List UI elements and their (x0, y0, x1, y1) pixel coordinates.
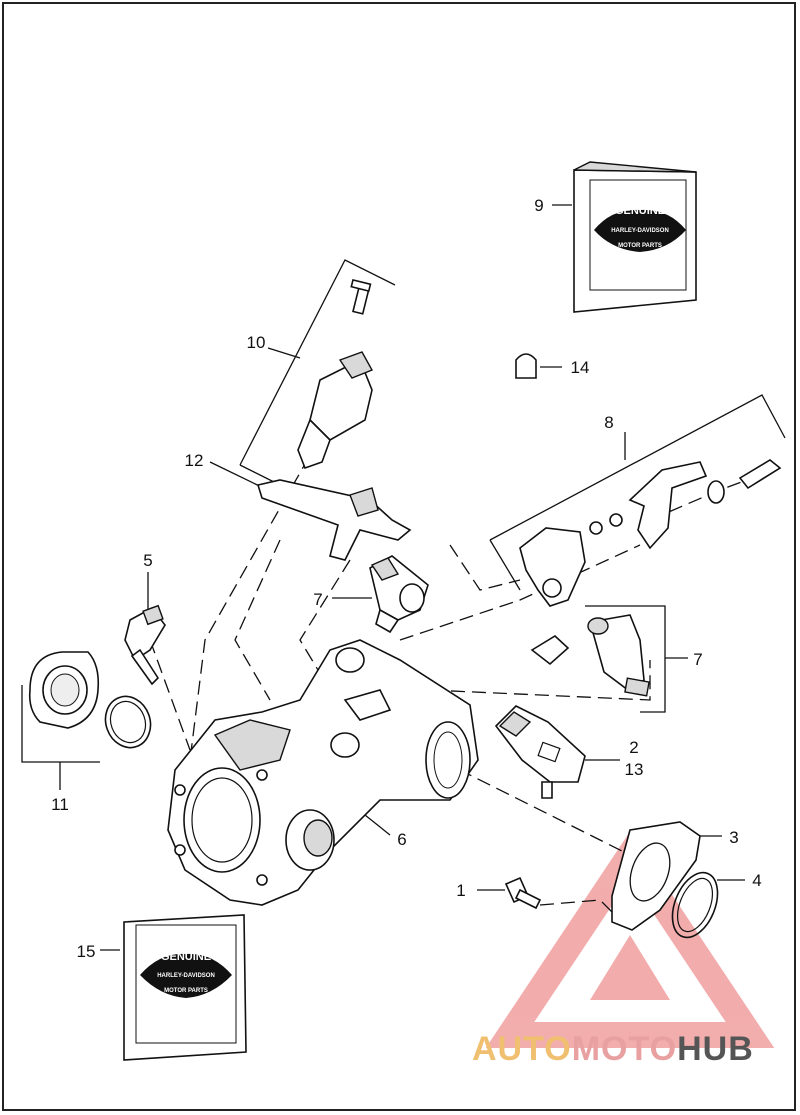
callout-1: 1 (456, 881, 465, 900)
callout-9: 9 (534, 196, 543, 215)
logo-motor-parts-text-15: MOTOR PARTS (164, 988, 208, 994)
callout-13: 13 (625, 760, 644, 779)
callout-11: 11 (51, 795, 69, 814)
logo-brand-text: HARLEY-DAVIDSON (611, 228, 669, 234)
callout-12: 12 (185, 451, 204, 470)
flange-part-3 (611, 821, 701, 931)
iac-valve-part-10 (297, 278, 373, 470)
watermark-hub: HUB (677, 1030, 754, 1068)
oring-part-4 (671, 871, 719, 939)
injector-part-7-upper (369, 555, 429, 634)
callout-14: 14 (571, 358, 590, 377)
cap-part-14 (515, 353, 537, 379)
map-sensor-part-2 (494, 705, 586, 799)
callout-2: 2 (629, 738, 638, 757)
leader-lines (21, 204, 786, 951)
callout-5: 5 (143, 551, 152, 570)
cover-part-11 (28, 651, 152, 749)
genuine-parts-box-9: GENUINE HARLEY-DAVIDSON MOTOR PARTS (573, 161, 697, 313)
callout-labels: 1 2 3 4 5 6 7 7 8 9 10 11 12 13 14 15 (51, 196, 762, 961)
watermark-triangle (485, 831, 775, 1048)
callout-15: 15 (77, 942, 96, 961)
throttle-body-part-6 (167, 639, 479, 906)
watermark-auto: AUTO (472, 1030, 572, 1068)
watermark-moto: MOTO (571, 1030, 678, 1068)
screw-part-1 (504, 876, 542, 910)
bracket-part-12 (256, 479, 412, 561)
genuine-parts-box-15: GENUINE HARLEY-DAVIDSON MOTOR PARTS (123, 914, 247, 1061)
callout-10: 10 (247, 333, 266, 352)
callout-6: 6 (397, 830, 406, 849)
logo-genuine-text-15: GENUINE (161, 951, 211, 963)
watermark-text: AUTOMOTOHUB (472, 1030, 754, 1069)
callout-4: 4 (752, 871, 761, 890)
injector-part-7-lower (530, 614, 650, 697)
sensor-part-5 (124, 604, 166, 686)
logo-motor-parts-text: MOTOR PARTS (618, 243, 662, 249)
callout-3: 3 (729, 828, 738, 847)
logo-genuine-text: GENUINE (615, 205, 665, 217)
logo-brand-text-15: HARLEY-DAVIDSON (157, 973, 215, 979)
callout-8: 8 (604, 413, 613, 432)
fuel-rail-part-8 (519, 459, 782, 607)
callout-7-upper: 7 (313, 590, 322, 609)
callout-7-lower: 7 (693, 650, 702, 669)
